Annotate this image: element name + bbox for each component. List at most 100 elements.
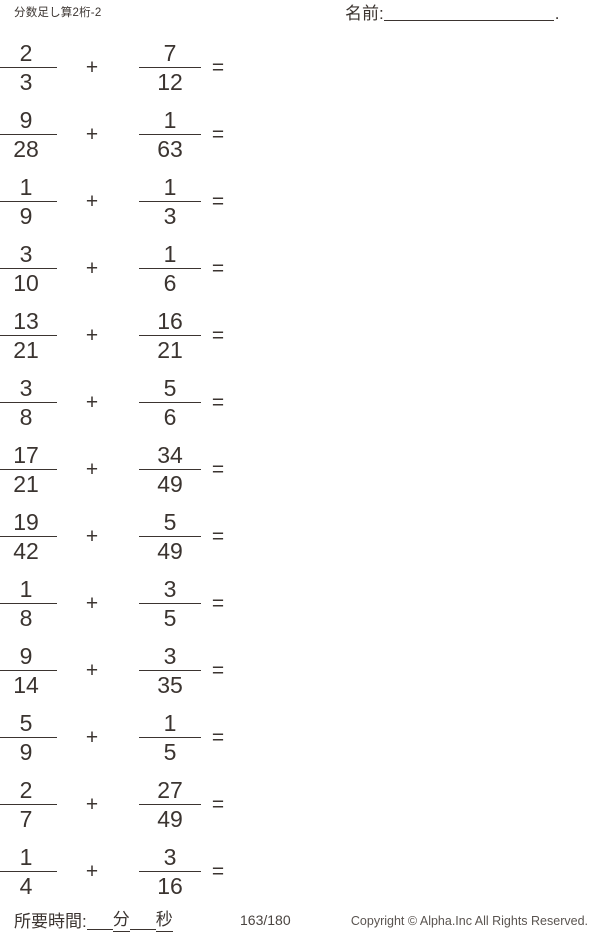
equals-operator: = xyxy=(211,659,225,682)
equals-operator: = xyxy=(211,324,225,347)
left-numerator: 1 xyxy=(19,576,33,602)
left-numerator: 5 xyxy=(19,710,33,736)
copyright-notice: Copyright © Alpha.Inc All Rights Reserve… xyxy=(350,914,588,928)
right-fraction-bar xyxy=(139,134,201,135)
right-denominator: 6 xyxy=(163,270,177,296)
plus-operator: + xyxy=(85,860,99,883)
left-numerator: 3 xyxy=(19,375,33,401)
right-denominator: 16 xyxy=(157,873,183,899)
left-fraction-bar xyxy=(0,670,57,671)
left-denominator: 21 xyxy=(13,471,39,497)
left-fraction-bar xyxy=(0,402,57,403)
name-write-line[interactable] xyxy=(383,20,554,21)
left-denominator: 10 xyxy=(13,270,39,296)
right-numerator: 3 xyxy=(163,643,177,669)
left-fraction-bar xyxy=(0,871,57,872)
equals-operator: = xyxy=(211,860,225,883)
right-denominator: 49 xyxy=(157,538,183,564)
right-denominator: 35 xyxy=(157,672,183,698)
left-fraction-bar xyxy=(0,268,57,269)
right-fraction-bar xyxy=(139,603,201,604)
plus-operator: + xyxy=(85,391,99,414)
right-numerator: 1 xyxy=(163,710,177,736)
right-fraction-bar xyxy=(139,670,201,671)
right-fraction-bar xyxy=(139,536,201,537)
left-fraction-bar xyxy=(0,536,57,537)
right-denominator: 5 xyxy=(163,739,177,765)
plus-operator: + xyxy=(85,123,99,146)
left-denominator: 4 xyxy=(19,873,33,899)
left-denominator: 14 xyxy=(13,672,39,698)
minutes-write-line[interactable] xyxy=(86,929,113,930)
right-numerator: 3 xyxy=(163,576,177,602)
plus-operator: + xyxy=(85,257,99,280)
left-numerator: 3 xyxy=(19,241,33,267)
left-numerator: 19 xyxy=(13,509,39,535)
right-numerator: 27 xyxy=(157,777,183,803)
equals-operator: = xyxy=(211,391,225,414)
right-denominator: 3 xyxy=(163,203,177,229)
plus-operator: + xyxy=(85,458,99,481)
left-numerator: 13 xyxy=(13,308,39,334)
equals-operator: = xyxy=(211,123,225,146)
left-denominator: 42 xyxy=(13,538,39,564)
right-numerator: 1 xyxy=(163,107,177,133)
equals-operator: = xyxy=(211,726,225,749)
name-field-label: 名前: xyxy=(345,4,384,23)
plus-operator: + xyxy=(85,324,99,347)
name-field: 名前: . xyxy=(345,4,559,24)
left-denominator: 21 xyxy=(13,337,39,363)
left-fraction-bar xyxy=(0,469,57,470)
right-denominator: 6 xyxy=(163,404,177,430)
right-denominator: 12 xyxy=(157,69,183,95)
right-fraction-bar xyxy=(139,201,201,202)
plus-operator: + xyxy=(85,726,99,749)
minutes-unit-label: 分 xyxy=(112,909,130,932)
plus-operator: + xyxy=(85,190,99,213)
right-fraction-bar xyxy=(139,67,201,68)
equals-operator: = xyxy=(211,190,225,213)
right-numerator: 1 xyxy=(163,174,177,200)
equals-operator: = xyxy=(211,56,225,79)
seconds-unit-label: 秒 xyxy=(155,909,173,932)
plus-operator: + xyxy=(85,793,99,816)
left-numerator: 9 xyxy=(19,107,33,133)
right-denominator: 5 xyxy=(163,605,177,631)
plus-operator: + xyxy=(85,56,99,79)
name-field-tail-mark: . xyxy=(554,4,560,23)
seconds-write-line[interactable] xyxy=(129,929,156,930)
page-counter: 163/180 xyxy=(240,912,291,928)
right-numerator: 1 xyxy=(163,241,177,267)
left-denominator: 7 xyxy=(19,806,33,832)
equals-operator: = xyxy=(211,257,225,280)
right-fraction-bar xyxy=(139,804,201,805)
equals-operator: = xyxy=(211,525,225,548)
left-fraction-bar xyxy=(0,67,57,68)
elapsed-time-label: 所要時間: xyxy=(14,912,87,931)
left-denominator: 9 xyxy=(19,203,33,229)
